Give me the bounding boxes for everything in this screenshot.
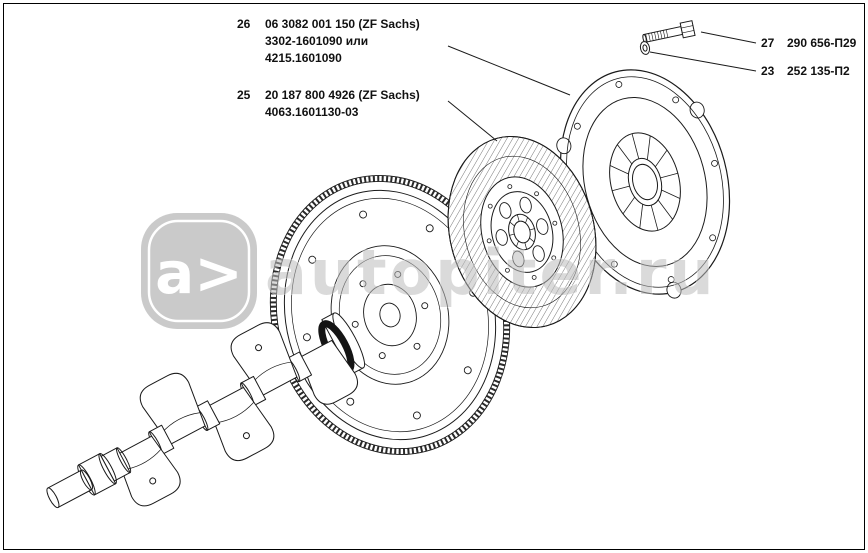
leader-lines (447, 31, 757, 142)
friction-facing-hatch (448, 136, 596, 328)
callout-27: 27 290 656-П29 (761, 36, 856, 50)
lock-washer (639, 41, 651, 55)
part-number-26-alt1: 3302-1601090 или (265, 34, 369, 48)
item-number-25: 25 (237, 88, 251, 102)
pressure-plate-center-hole (632, 163, 658, 201)
hub-splines (509, 214, 535, 250)
flywheel-small-holes (351, 270, 429, 360)
leader-line-26 (447, 45, 571, 96)
part-number-23: 252 135-П2 (787, 64, 850, 78)
part-number-25: 20 187 800 4926 (ZF Sachs) (265, 88, 420, 102)
torsion-springs (495, 196, 549, 268)
watermark-site-text: autopiter.ru (265, 236, 717, 309)
part-number-27: 290 656-П29 (787, 36, 857, 50)
leader-line-27 (700, 31, 757, 44)
disc-rivets (486, 184, 558, 280)
callout-25-row1: 25 20 187 800 4926 (ZF Sachs) (237, 87, 420, 104)
clutch-pressure-plate (556, 69, 731, 299)
flywheel-center-hole (379, 302, 401, 328)
mounting-bolt (642, 20, 696, 43)
part-number-26-alt2: 4215.1601090 (265, 51, 342, 65)
item-number-23: 23 (761, 64, 775, 78)
flywheel-bolt-holes (302, 210, 478, 420)
callout-25: 25 20 187 800 4926 (ZF Sachs) 4063.160113… (237, 87, 420, 121)
leader-line-25 (447, 100, 498, 142)
watermark-logo-text: a> (155, 239, 243, 307)
leader-line-23 (649, 51, 757, 72)
watermark: a> autopiter.ru (141, 213, 717, 329)
bolt-threads (645, 29, 669, 42)
callout-26-row1: 26 06 3082 001 150 (ZF Sachs) (237, 16, 420, 33)
item-number-26: 26 (237, 17, 251, 31)
callout-23: 23 252 135-П2 (761, 64, 850, 78)
item-number-27: 27 (761, 36, 775, 50)
diaphragm-fingers (609, 133, 681, 231)
crankshaft (46, 312, 366, 509)
watermark-logo-badge (141, 213, 257, 329)
bolt-head (679, 20, 696, 39)
part-number-26: 06 3082 001 150 (ZF Sachs) (265, 17, 420, 31)
part-number-25-alt1: 4063.1601130-03 (265, 105, 359, 119)
callout-26: 26 06 3082 001 150 (ZF Sachs) 3302-160109… (237, 16, 420, 67)
clutch-disc (447, 135, 597, 329)
